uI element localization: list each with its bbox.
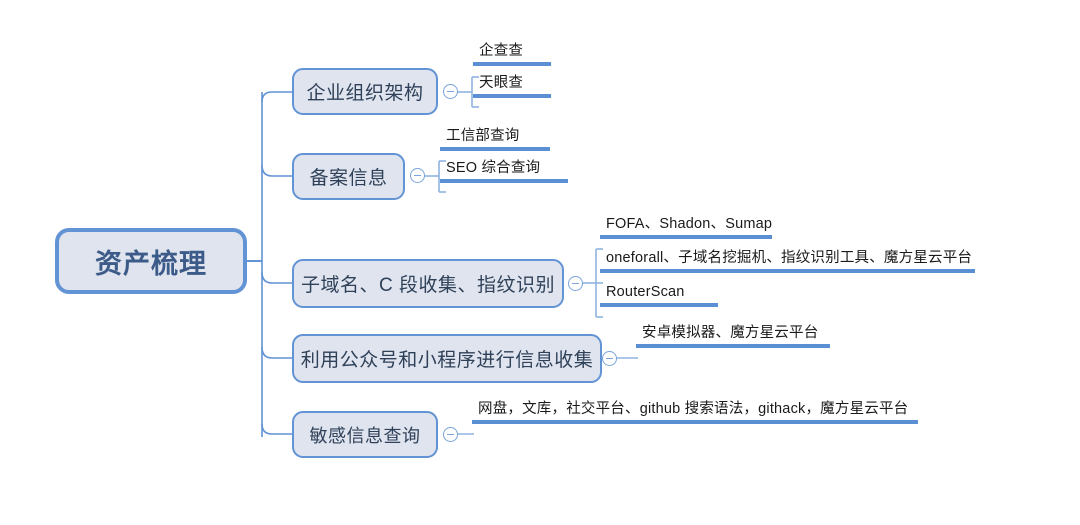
leaf-underline: [636, 344, 830, 348]
collapse-toggle-4[interactable]: [602, 351, 617, 366]
leaf-underline: [440, 147, 550, 151]
branch-node-1-label: 企业组织架构: [306, 83, 424, 104]
leaf-label: SEO 综合查询: [446, 160, 541, 176]
leaf-underline: [472, 420, 918, 424]
leaf-underline: [473, 94, 551, 98]
branch-node-2-label: 备案信息: [309, 168, 388, 189]
leaf-item-4-1[interactable]: 安卓模拟器、魔方星云平台: [636, 325, 830, 348]
branch-node-3[interactable]: 子域名、C 段收集、指纹识别: [292, 259, 564, 308]
branch-node-5[interactable]: 敏感信息查询: [292, 411, 438, 458]
branch-node-3-label: 子域名、C 段收集、指纹识别: [300, 275, 555, 296]
branch-node-4[interactable]: 利用公众号和小程序进行信息收集: [292, 334, 602, 383]
branch-node-5-label: 敏感信息查询: [309, 425, 421, 446]
leaf-label: 天眼查: [479, 75, 524, 91]
leaf-item-2-2[interactable]: SEO 综合查询: [440, 160, 568, 183]
leaf-label: 工信部查询: [446, 128, 520, 144]
leaf-label: RouterScan: [606, 284, 685, 300]
leaf-item-2-1[interactable]: 工信部查询: [440, 128, 550, 151]
collapse-toggle-2[interactable]: [410, 168, 425, 183]
leaf-item-1-1[interactable]: 企查查: [473, 43, 551, 66]
leaf-underline: [600, 235, 772, 239]
leaf-underline: [600, 303, 718, 307]
leaf-item-1-2[interactable]: 天眼查: [473, 75, 551, 98]
leaf-underline: [473, 62, 551, 66]
leaf-label: 安卓模拟器、魔方星云平台: [642, 325, 819, 341]
collapse-toggle-5[interactable]: [443, 427, 458, 442]
leaf-item-3-1[interactable]: FOFA、Shadon、Sumap: [600, 216, 772, 239]
leaf-label: oneforall、子域名挖掘机、指纹识别工具、魔方星云平台: [606, 250, 973, 266]
leaf-label: 网盘，文库，社交平台、github 搜索语法，githack，魔方星云平台: [478, 401, 909, 417]
leaf-item-5-1[interactable]: 网盘，文库，社交平台、github 搜索语法，githack，魔方星云平台: [472, 401, 918, 424]
root-node[interactable]: 资产梳理: [55, 228, 247, 294]
collapse-toggle-3[interactable]: [568, 276, 583, 291]
leaf-label: FOFA、Shadon、Sumap: [606, 216, 773, 232]
leaf-item-3-2[interactable]: oneforall、子域名挖掘机、指纹识别工具、魔方星云平台: [600, 250, 975, 273]
leaf-item-3-3[interactable]: RouterScan: [600, 284, 718, 307]
leaf-label: 企查查: [479, 43, 524, 59]
branch-node-2[interactable]: 备案信息: [292, 153, 405, 200]
leaf-underline: [600, 269, 975, 273]
collapse-toggle-1[interactable]: [443, 84, 458, 99]
leaf-underline: [440, 179, 568, 183]
branch-node-4-label: 利用公众号和小程序进行信息收集: [300, 350, 594, 371]
root-node-label: 资产梳理: [95, 248, 207, 279]
branch-node-1[interactable]: 企业组织架构: [292, 68, 438, 115]
